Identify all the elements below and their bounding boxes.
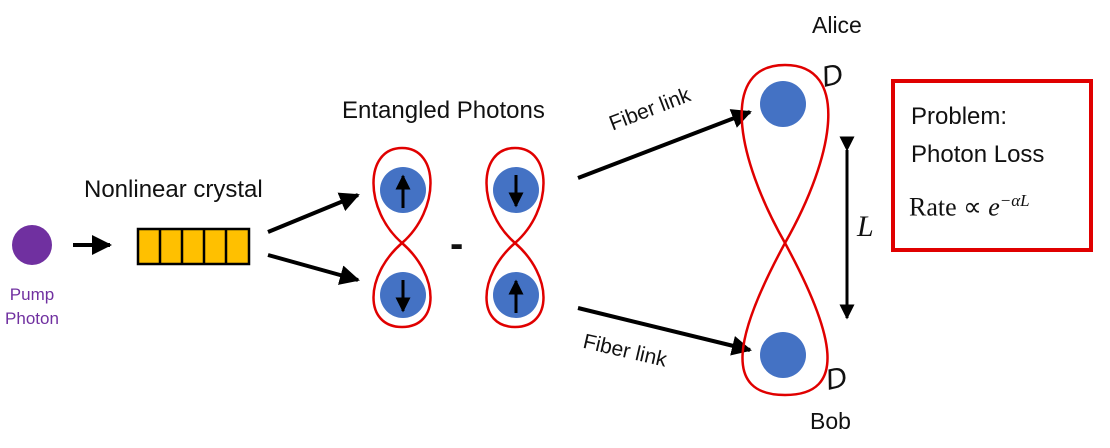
pump-label-line1: Pump bbox=[9, 285, 55, 304]
pump-label-line2: Photon bbox=[5, 309, 59, 328]
problem-photon-loss: Photon Loss bbox=[911, 141, 1045, 168]
alice-photon bbox=[760, 81, 806, 127]
rate-formula: Rate ∝ e−αL bbox=[909, 191, 1030, 223]
pump-photon bbox=[12, 225, 52, 265]
rate-base: e bbox=[988, 192, 1000, 222]
entangled-pair-right bbox=[485, 146, 545, 329]
distributed-pair bbox=[740, 63, 830, 397]
rate-exponent: −αL bbox=[999, 191, 1030, 210]
problem-box: Problem: Photon Loss Rate ∝ e−αL bbox=[891, 79, 1093, 252]
nonlinear-crystal bbox=[136, 227, 251, 266]
fiber-arrow-alice bbox=[577, 109, 752, 180]
problem-title: Problem: bbox=[911, 103, 1008, 130]
crystal-arrow-up bbox=[267, 192, 360, 234]
rate-text: Rate ∝ bbox=[909, 192, 989, 222]
bob-photon bbox=[760, 332, 806, 378]
bob-label: Bob bbox=[810, 408, 851, 434]
crystal-arrow-down bbox=[267, 253, 360, 285]
distance-label: L bbox=[857, 210, 874, 243]
crystal-label: Nonlinear crystal bbox=[84, 176, 263, 203]
minus-sign: - bbox=[450, 222, 464, 266]
fiber-arrow-bob bbox=[577, 306, 752, 356]
pump-photon-label: Pump Photon bbox=[4, 283, 60, 331]
entangled-photons-label: Entangled Photons bbox=[342, 97, 545, 124]
entangled-pair-left bbox=[372, 146, 432, 329]
alice-label: Alice bbox=[812, 12, 862, 38]
